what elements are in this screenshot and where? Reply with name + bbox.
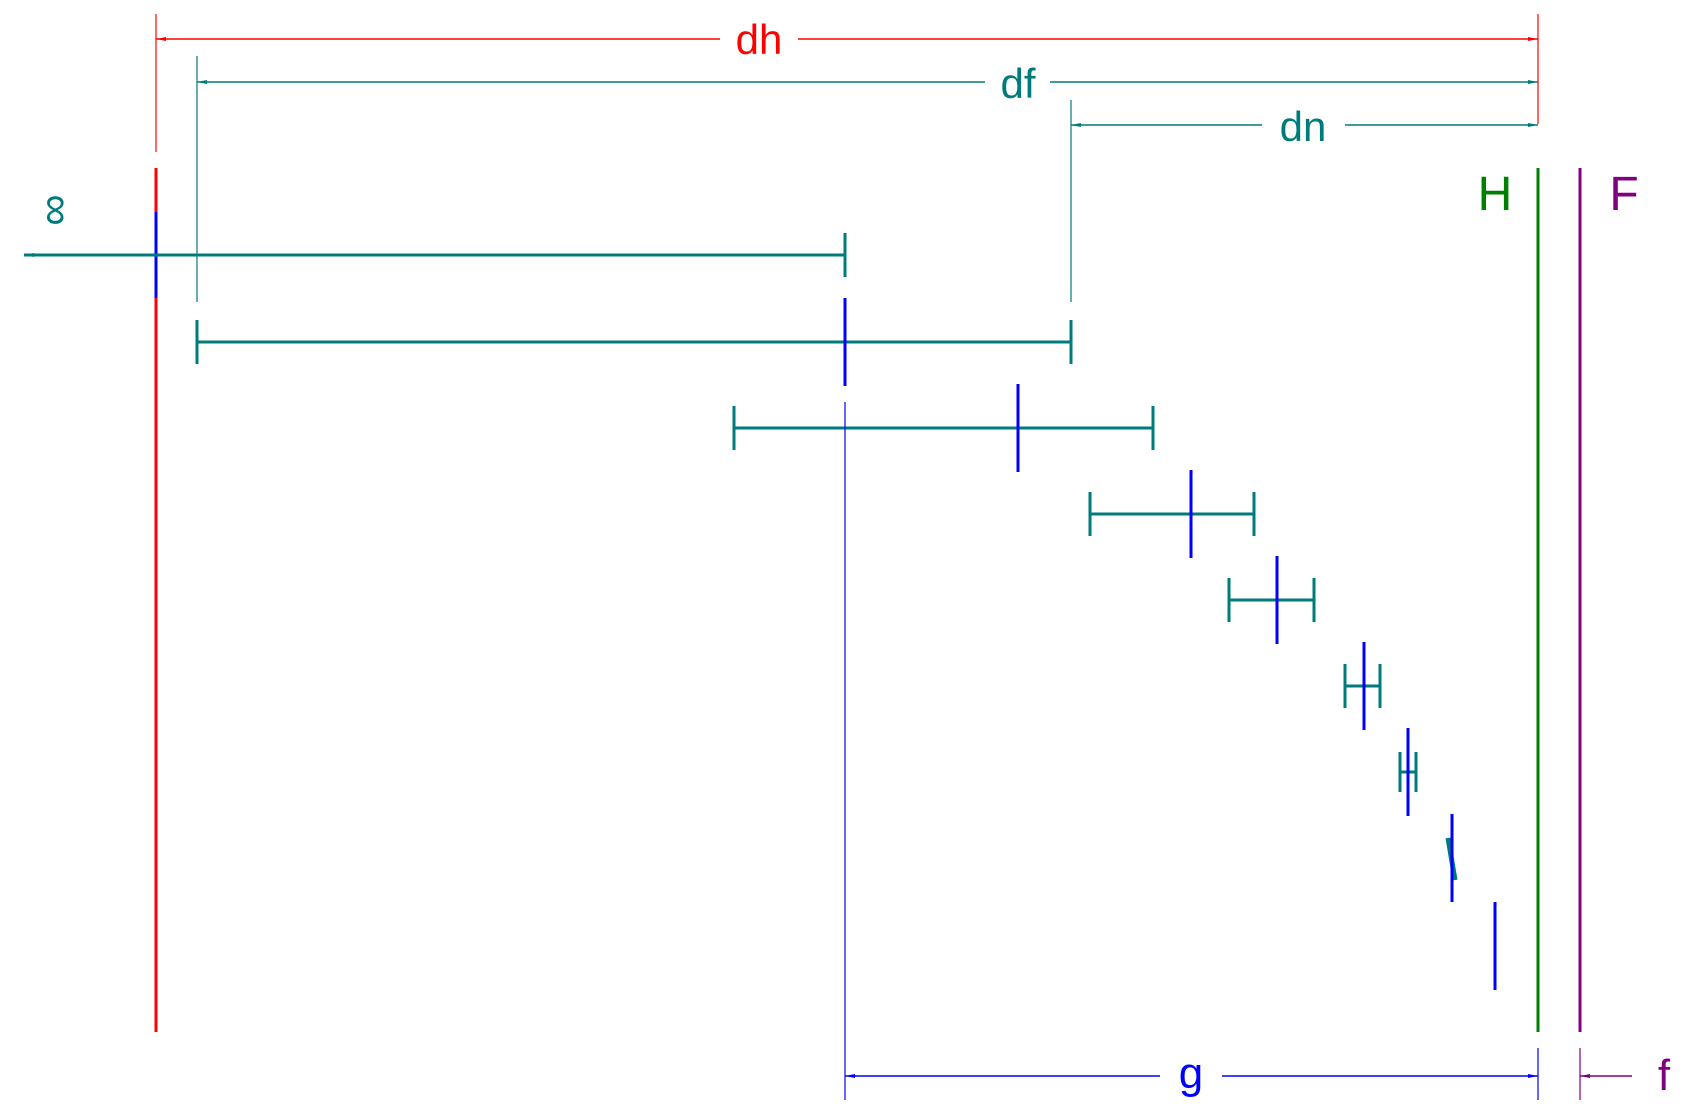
dn-dimension: dn xyxy=(1070,100,1538,302)
dof-range-7 xyxy=(1445,814,1458,902)
f-lower-label: f xyxy=(1658,1051,1671,1100)
dh-label: dh xyxy=(736,16,783,63)
dh-dimension: dh xyxy=(155,14,1539,152)
dof-range-3 xyxy=(1088,470,1256,558)
h-label: H xyxy=(1478,168,1513,221)
dof-range-4 xyxy=(1227,556,1316,644)
dof-range-6 xyxy=(1398,728,1418,816)
g-dimension: g xyxy=(844,402,1539,1100)
dof-range-5 xyxy=(1343,642,1382,730)
dof-range-1 xyxy=(195,298,1073,386)
infinity-label: ∞ xyxy=(32,194,81,225)
dn-label: dn xyxy=(1280,103,1327,150)
df-label: df xyxy=(1000,60,1035,107)
g-label: g xyxy=(1179,1049,1203,1098)
df-dimension: df xyxy=(196,56,1538,302)
f-dimension: f xyxy=(1579,1048,1671,1100)
dof-range-2 xyxy=(732,384,1155,472)
f-upper-label: F xyxy=(1609,168,1638,221)
